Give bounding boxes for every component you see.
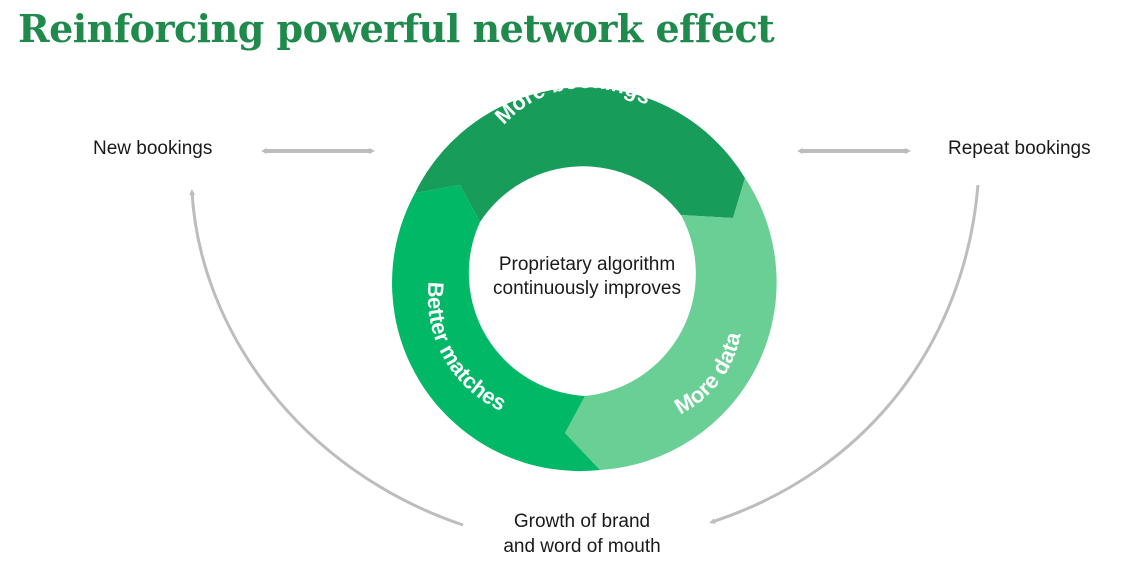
growth-label: Growth of brand and word of mouth (470, 510, 694, 559)
new-bookings-label: New bookings (93, 138, 213, 159)
center-text-line2: continuously improves (493, 278, 681, 299)
center-text-line1: Proprietary algorithm (499, 254, 675, 275)
growth-label-line1: Growth of brand (513, 511, 651, 532)
segment-better-matches (392, 185, 600, 472)
page-title: Reinforcing powerful network effect (18, 6, 775, 51)
repeat-bookings-label: Repeat bookings (948, 138, 1091, 159)
left-curved-arrow (189, 189, 464, 527)
right-curved-arrow (709, 184, 980, 524)
segment-more-data (565, 178, 777, 470)
segment-more-bookings (415, 87, 745, 223)
growth-label-line2: and word of mouth (503, 535, 661, 557)
